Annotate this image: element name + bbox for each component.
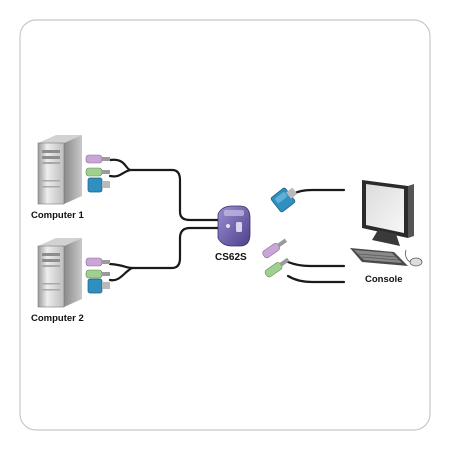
console-ps2-cable-b xyxy=(286,274,346,284)
computer-1-tower xyxy=(37,135,82,205)
keyboard-icon xyxy=(350,248,408,266)
computer-1-cable xyxy=(108,158,220,222)
computer-1-cable-loop xyxy=(108,168,132,178)
computer-2-cable-loop xyxy=(108,266,134,282)
computer-2-tower xyxy=(37,238,82,308)
computer-2-cable xyxy=(108,226,220,270)
monitor-icon xyxy=(362,180,414,246)
console-ps2-connectors xyxy=(262,238,290,278)
switch-model-label: CS62S xyxy=(215,252,247,263)
computer-1-connectors xyxy=(85,154,110,193)
console-vga-connector xyxy=(270,187,298,213)
computer-2-connectors xyxy=(85,257,110,294)
kvm-switch xyxy=(217,205,251,247)
console-label: Console xyxy=(365,274,402,285)
console-ps2-cable-a xyxy=(286,260,346,268)
cable-set xyxy=(108,158,346,284)
computer-1-label: Computer 1 xyxy=(31,210,85,221)
computer-2-label: Computer 2 xyxy=(31,313,84,324)
mouse-icon xyxy=(405,249,423,267)
